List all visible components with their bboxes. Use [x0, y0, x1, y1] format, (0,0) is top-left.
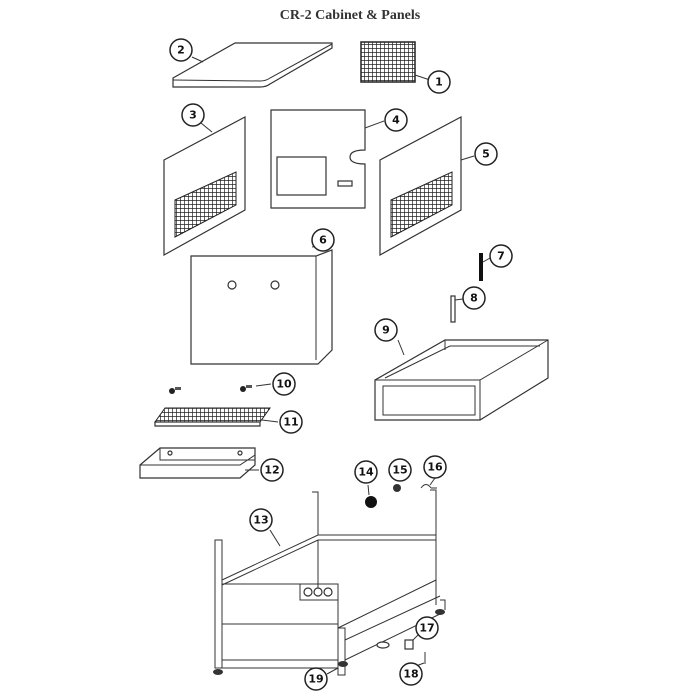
callout-19: 19: [304, 667, 328, 691]
callout-10: 10: [272, 372, 296, 396]
part-5-right-side-panel: [379, 116, 475, 257]
callout-14: 14: [354, 460, 378, 484]
svg-text:6: 6: [319, 234, 327, 247]
part-18-screw: [415, 652, 426, 667]
callout-17: 17: [415, 616, 439, 640]
callout-12: 12: [260, 458, 284, 482]
svg-text:5: 5: [482, 148, 490, 161]
svg-text:3: 3: [189, 109, 197, 122]
callout-2: 2: [169, 38, 193, 62]
svg-text:9: 9: [382, 324, 390, 337]
part-1-grille: [360, 41, 431, 83]
diagram-title: CR-2 Cabinet & Panels: [279, 8, 421, 23]
svg-text:11: 11: [283, 416, 298, 429]
part-10-screws: [169, 383, 272, 394]
part-16-clip: [420, 477, 437, 489]
part-7-rod: [479, 253, 491, 281]
svg-text:4: 4: [392, 114, 400, 127]
callout-18: 18: [399, 662, 423, 686]
callout-5: 5: [474, 142, 498, 166]
part-11-rack: [154, 407, 279, 427]
part-14-knob: [365, 484, 377, 508]
part-6-front-panel: [190, 244, 333, 365]
svg-text:18: 18: [403, 668, 418, 681]
svg-text:16: 16: [427, 461, 443, 474]
callout-3: 3: [181, 103, 205, 127]
part-9-drawer: [374, 339, 549, 421]
svg-text:15: 15: [392, 464, 407, 477]
callout-7: 7: [489, 244, 513, 268]
callout-9: 9: [374, 318, 398, 342]
callout-16: 16: [423, 455, 447, 479]
callout-8: 8: [462, 286, 486, 310]
part-13-frame: [213, 489, 446, 676]
svg-text:19: 19: [308, 673, 323, 686]
callout-13: 13: [249, 508, 273, 532]
part-2-top-panel: [172, 42, 333, 88]
svg-text:8: 8: [470, 292, 478, 305]
part-17-latch: [404, 634, 419, 650]
svg-text:13: 13: [253, 514, 268, 527]
svg-text:17: 17: [419, 622, 434, 635]
svg-text:7: 7: [497, 250, 505, 263]
part-3-left-side-panel: [163, 116, 246, 257]
callout-1: 1: [427, 70, 451, 94]
callout-11: 11: [279, 410, 303, 434]
part-12-shelf: [139, 447, 259, 479]
callout-15: 15: [388, 458, 412, 482]
part-8-pin: [450, 295, 464, 323]
part-19-foot: [326, 661, 348, 675]
svg-text:1: 1: [435, 76, 443, 89]
svg-text:14: 14: [358, 466, 374, 479]
part-15-nut: [393, 484, 401, 492]
svg-text:10: 10: [276, 378, 292, 391]
part-4-back-panel: [270, 109, 385, 209]
svg-text:12: 12: [264, 464, 279, 477]
svg-text:2: 2: [177, 44, 185, 57]
callout-6: 6: [311, 228, 335, 252]
callout-4: 4: [384, 108, 408, 132]
